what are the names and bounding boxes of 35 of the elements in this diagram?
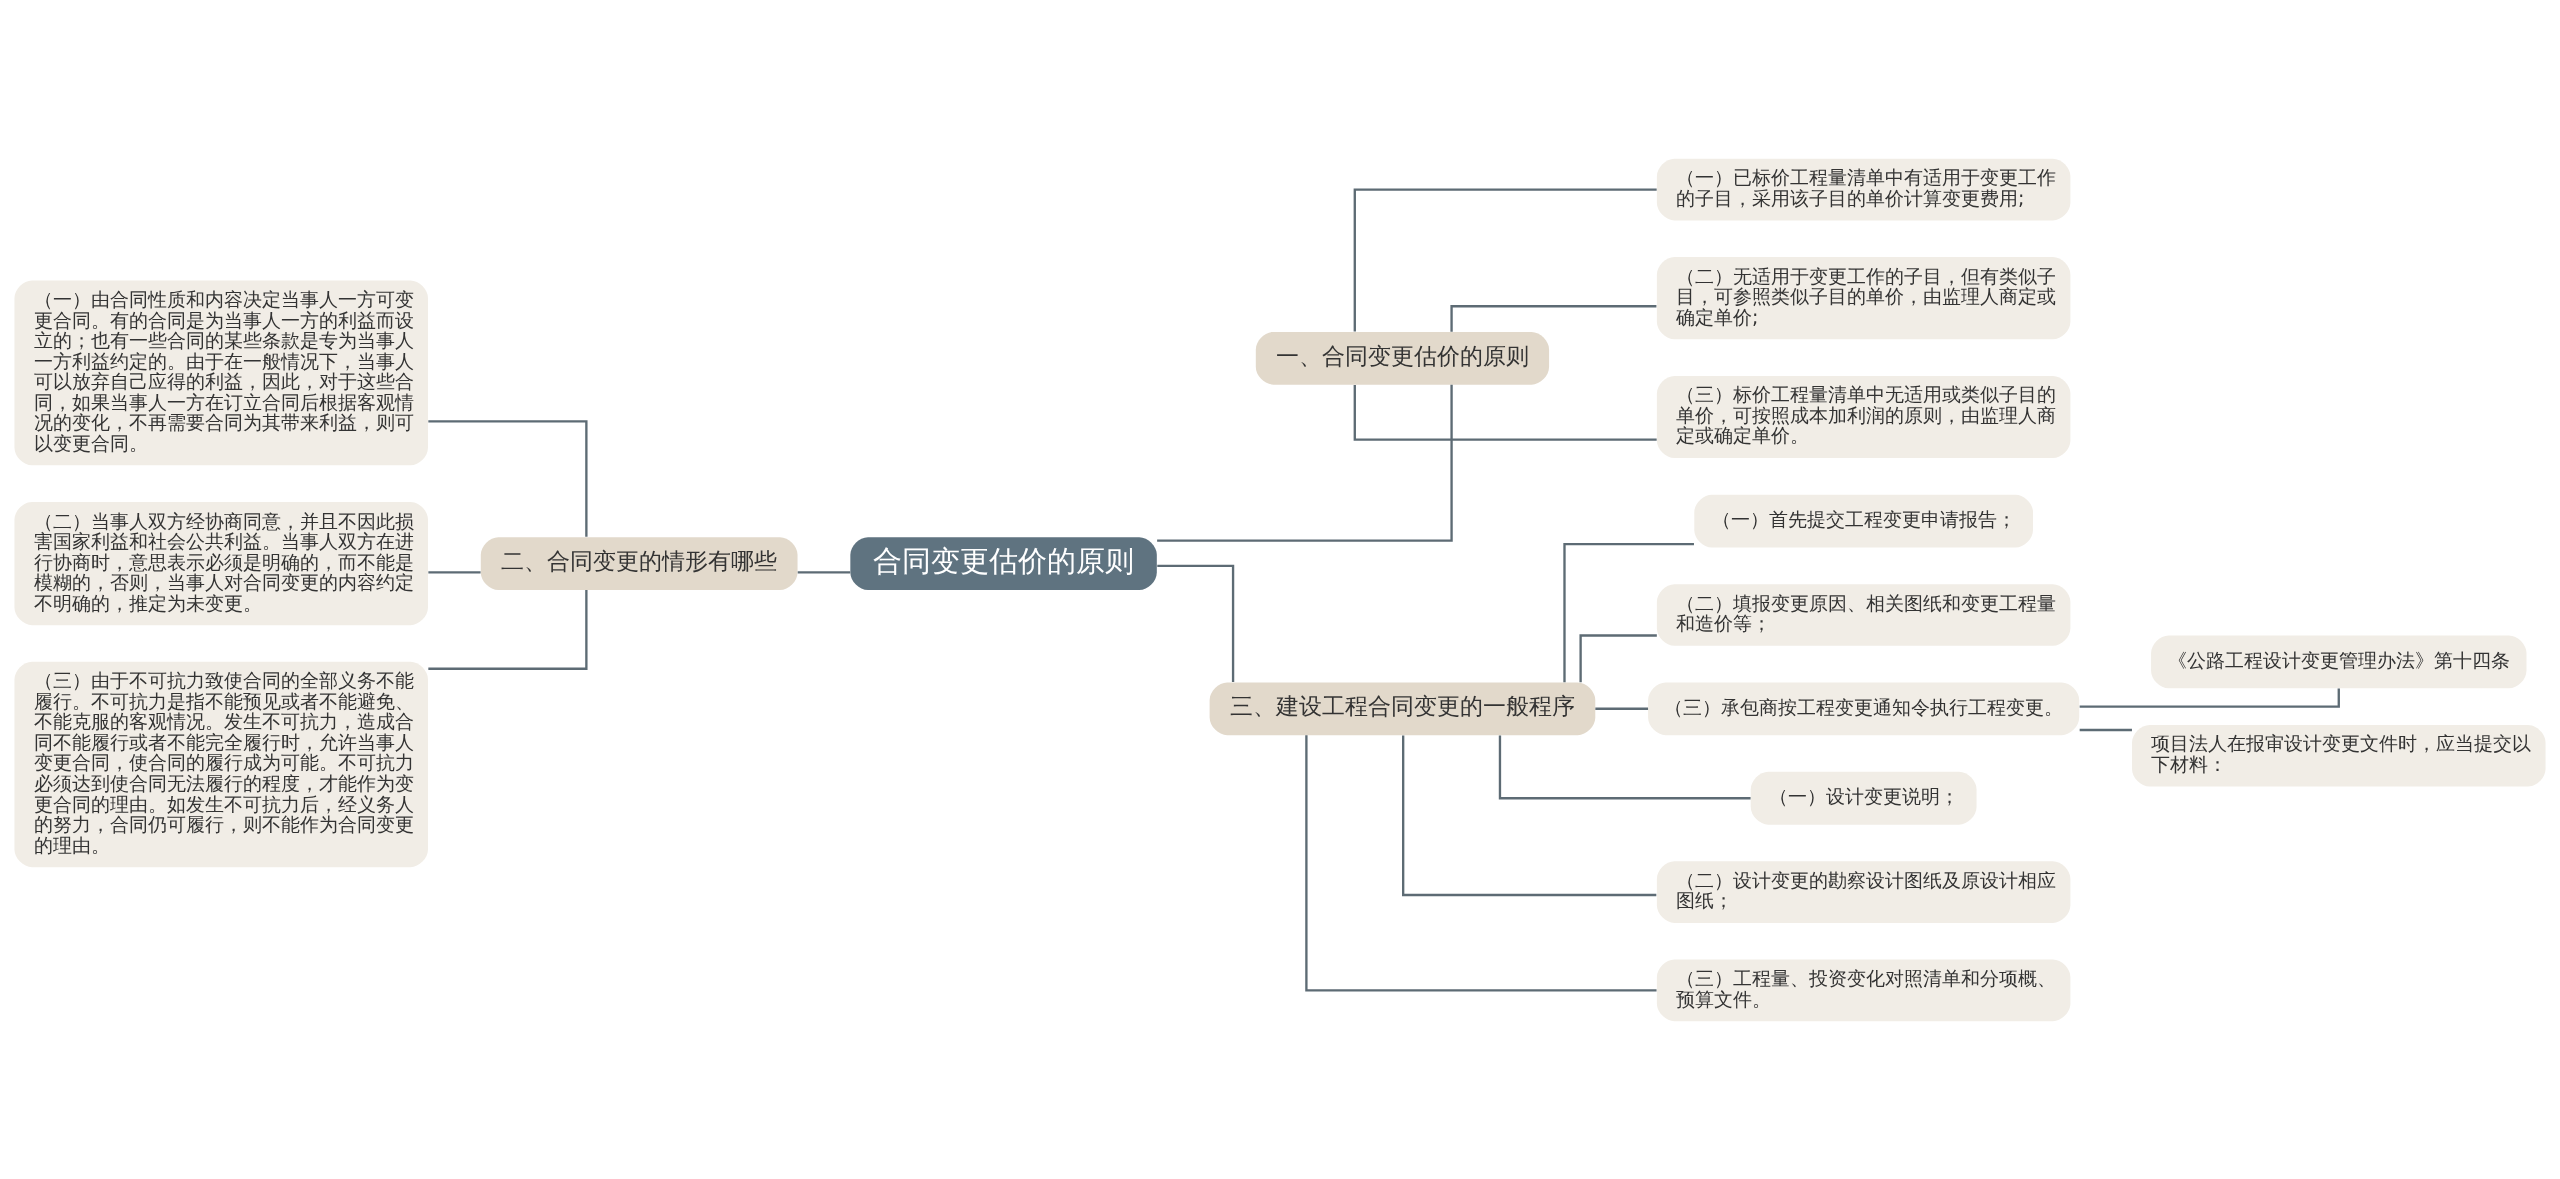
node-box: （二）当事人双方经协商同意，并且不因此损害国家利益和社会公共利益。当事人双方在进行协商时，意思表示必须是明确的，而不能是模糊的，否则，当事人对合同变更的内容约定不明确的，推定为未变更。 — [14, 501, 428, 625]
connector — [1353, 188, 1657, 332]
node-box: 《公路工程设计变更管理办法》第十四条 — [2151, 634, 2527, 688]
connector — [2079, 687, 2340, 708]
node-box: （二）设计变更的勘察设计图纸及原设计相应图纸； — [1656, 860, 2071, 923]
connector — [1305, 734, 1657, 991]
connector — [797, 570, 851, 574]
node-box: 三、建设工程合同变更的一般程序 — [1209, 681, 1596, 735]
connector — [1402, 734, 1657, 896]
node-box: （二）无适用于变更工作的子目，但有类似子目，可参照类似子目的单价，由监理人商定或确定单价; — [1656, 256, 2071, 339]
connector — [428, 419, 588, 537]
connector — [1595, 707, 1649, 710]
connector — [1563, 542, 1694, 682]
node-box: 合同变更估价的原则 — [850, 536, 1157, 590]
connector — [428, 589, 588, 670]
connector — [1353, 384, 1657, 441]
node-box: 二、合同变更的情形有哪些 — [480, 536, 798, 590]
connector — [1450, 304, 1657, 332]
node-box: （三）工程量、投资变化对照清单和分项概、预算文件。 — [1656, 959, 2071, 1021]
connector — [1579, 633, 1657, 682]
connector — [1498, 735, 1751, 799]
node-box: （一）首先提交工程变更申请报告； — [1694, 494, 2033, 547]
node-box: 一、合同变更估价的原则 — [1255, 331, 1550, 385]
connector — [428, 570, 481, 574]
node-box: （二）填报变更原因、相关图纸和变更工程量和造价等； — [1656, 583, 2071, 646]
node-box: （一）已标价工程量清单中有适用于变更工作的子目，采用该子目的单价计算变更费用; — [1656, 158, 2071, 220]
node-box: （三）由于不可抗力致使合同的全部义务不能履行。不可抗力是指不能预见或者不能避免、不能克服的客观情况。发生不可抗力，造成合同不能履行或者不能完全履行时，允许当事人变更合同，使合同的履行成为可能。不可抗力必须达到使合同无法履行的程度，才能作为变更合同的理由。如发生不可抗力后，经义务人的努力，合同仍可履行，则不能作为合同变更的理由。 — [14, 661, 428, 867]
node-box: （三）承包商按工程变更通知令执行工程变更。 — [1648, 681, 2080, 735]
node-box: （三）标价工程量清单中无适用或类似子目的单价，可按照成本加利润的原则，由监理人商定或确定单价。 — [1656, 375, 2071, 458]
node-box: 项目法人在报审设计变更文件时，应当提交以下材料： — [2132, 724, 2546, 786]
connector — [1157, 384, 1453, 542]
node-box: （一）设计变更说明； — [1750, 771, 1977, 825]
connector — [2079, 728, 2132, 731]
connector — [1157, 564, 1235, 682]
node-box: （一）由合同性质和内容决定当事人一方可变更合同。有的合同是为当事人一方的利益而设立的；也有一些合同的某些条款是专为当事人一方利益约定的。由于在一般情况下，当事人可以放弃自己应得的利益，因此，对于这些合同，如果当事人一方在订立合同后根据客观情况的变化，不再需要合同为其带来利益，则可以变更合同。 — [14, 280, 428, 465]
